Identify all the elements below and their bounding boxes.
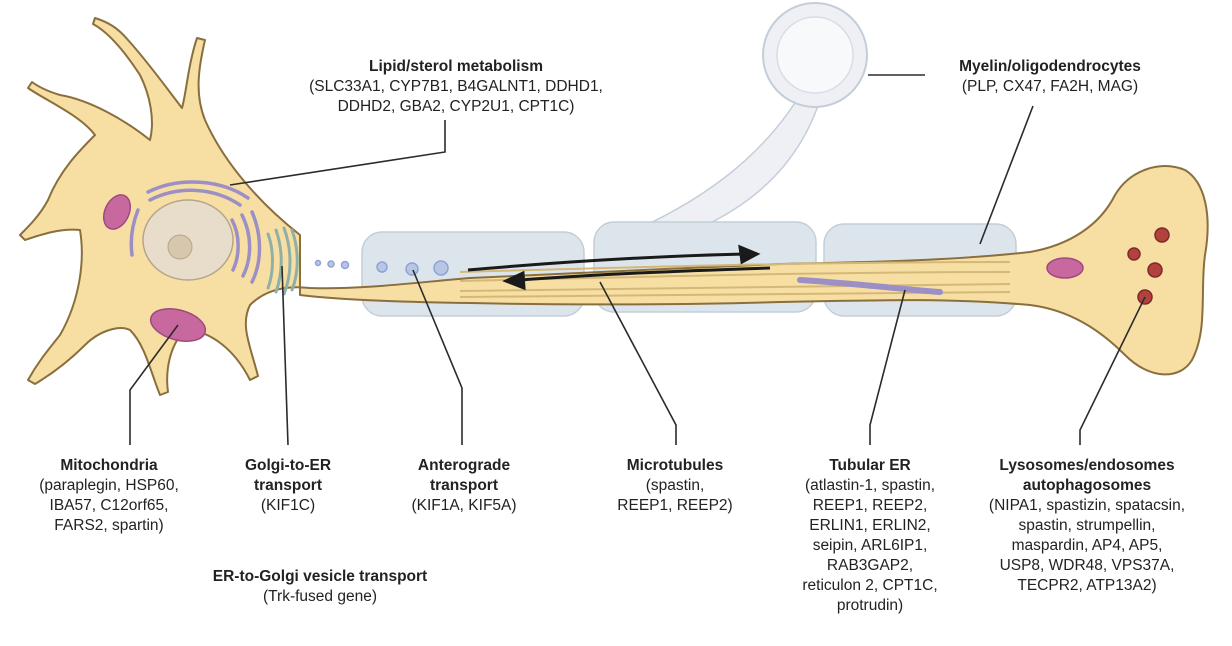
label-genes: (paraplegin, HSP60, IBA57, C12orf65, FAR… (4, 476, 214, 536)
label-tubular-er: Tubular ER (atlastin-1, spastin, REEP1, … (768, 456, 972, 616)
label-genes: (Trk-fused gene) (172, 587, 468, 607)
label-genes: (spastin, REEP1, REEP2) (598, 476, 752, 516)
label-myelin-oligodendrocytes: Myelin/oligodendrocytes (PLP, CX47, FA2H… (925, 57, 1175, 97)
label-microtubules: Microtubules (spastin, REEP1, REEP2) (598, 456, 752, 516)
label-anterograde-transport: Anterograde transport (KIF1A, KIF5A) (398, 456, 530, 516)
label-title: ER-to-Golgi vesicle transport (172, 567, 468, 587)
oligodendrocyte-nucleus (777, 17, 853, 93)
label-mitochondria: Mitochondria (paraplegin, HSP60, IBA57, … (4, 456, 214, 536)
label-genes: (KIF1C) (232, 496, 344, 516)
label-title: Golgi-to-ER transport (232, 456, 344, 496)
label-genes: (SLC33A1, CYP7B1, B4GALNT1, DDHD1, DDHD2… (262, 77, 650, 117)
label-lipid-sterol-metabolism: Lipid/sterol metabolism (SLC33A1, CYP7B1… (262, 57, 650, 117)
label-genes: (NIPA1, spastizin, spatacsin, spastin, s… (962, 496, 1212, 596)
label-title: Anterograde transport (398, 456, 530, 496)
label-title: Lysosomes/endosomes autophagosomes (962, 456, 1212, 496)
label-lysosomes-endosomes-autophagosomes: Lysosomes/endosomes autophagosomes (NIPA… (962, 456, 1212, 596)
oligodendrocyte-process (640, 95, 820, 228)
label-title: Microtubules (598, 456, 752, 476)
label-title: Mitochondria (4, 456, 214, 476)
label-genes: (KIF1A, KIF5A) (398, 496, 530, 516)
label-er-to-golgi-vesicle-transport: ER-to-Golgi vesicle transport (Trk-fused… (172, 567, 468, 607)
nucleolus (168, 235, 192, 259)
label-genes: (atlastin-1, spastin, REEP1, REEP2, ERLI… (768, 476, 972, 616)
label-title: Lipid/sterol metabolism (262, 57, 650, 77)
label-title: Tubular ER (768, 456, 972, 476)
label-golgi-to-er-transport: Golgi-to-ER transport (KIF1C) (232, 456, 344, 516)
label-genes: (PLP, CX47, FA2H, MAG) (925, 77, 1175, 97)
label-title: Myelin/oligodendrocytes (925, 57, 1175, 77)
